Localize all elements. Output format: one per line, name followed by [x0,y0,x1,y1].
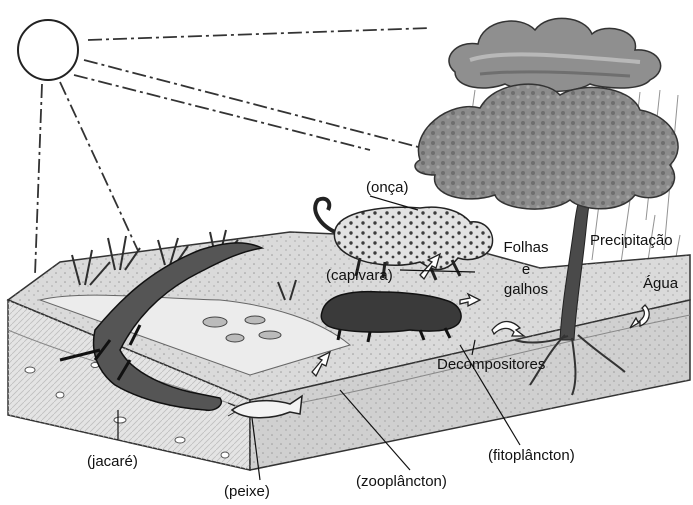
label-folhas: Folhas [496,240,556,255]
label-capivara: (capivara) [326,268,393,283]
label-jacare: (jacaré) [87,454,138,469]
label-agua: Água [643,276,678,291]
label-e: e [508,262,544,277]
label-onca: (onça) [366,180,409,195]
label-galhos: galhos [496,282,556,297]
label-peixe: (peixe) [224,484,270,499]
label-precipitacao: Precipitação [590,233,673,248]
sun-icon [18,20,78,80]
label-zooplancton: (zooplâncton) [356,474,447,489]
label-fitoplancton: (fitoplâncton) [488,448,575,463]
label-decompositores: Decompositores [437,357,545,372]
cloud-icon [449,18,661,91]
